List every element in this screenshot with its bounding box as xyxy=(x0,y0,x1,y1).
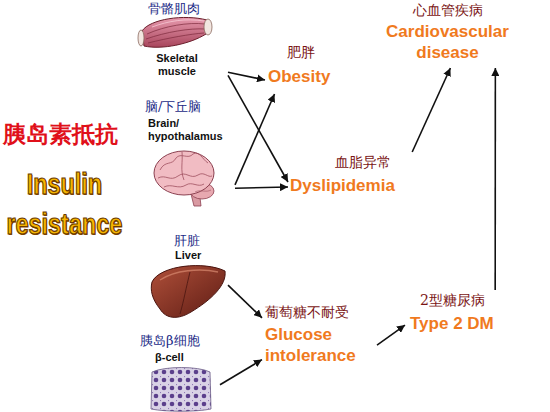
condition-node: 2型糖尿病 Type 2 DM xyxy=(405,290,515,338)
node-heading: 肥胖 xyxy=(287,44,347,61)
arrow-connector xyxy=(377,325,405,345)
arrow-connector xyxy=(494,68,496,290)
node-heading: 葡萄糖不耐受 xyxy=(265,304,377,321)
node-subheading: Liver xyxy=(175,249,225,262)
node-subheading: β-cell xyxy=(155,351,215,364)
brain-illustration xyxy=(154,151,214,206)
arrow-connector xyxy=(228,285,262,318)
node-subheading: Cardiovascular disease xyxy=(375,21,520,63)
organ-node: 骨骼肌肉 Skeletal muscle xyxy=(135,0,228,82)
node-heading: 2型糖尿病 xyxy=(420,292,510,309)
organ-node: 脑/下丘脑 Brain/ hypothalamus xyxy=(140,98,235,208)
node-subheading: Skeletal muscle xyxy=(147,52,207,78)
arrow-connector xyxy=(228,72,265,80)
node-heading: 心血管疾病 xyxy=(375,2,520,19)
node-heading: 血脂异常 xyxy=(335,154,420,171)
condition-node: 肥胖 Obesity xyxy=(265,42,360,94)
arrow-connector xyxy=(220,360,262,385)
beta-cell-illustration xyxy=(151,368,211,412)
node-heading: 肝脏 xyxy=(174,233,224,249)
liver-illustration xyxy=(151,266,225,318)
condition-node: 葡萄糖不耐受 Glucose intolerance xyxy=(262,302,377,374)
arrow-connector xyxy=(412,68,450,152)
arrow-connector xyxy=(228,75,288,182)
arrow-connector xyxy=(235,94,275,185)
node-heading: 脑/下丘脑 xyxy=(145,99,230,115)
arrow-connector xyxy=(235,187,288,188)
node-subheading: Brain/ hypothalamus xyxy=(148,117,235,143)
condition-node: 心血管疾病 Cardiovascular disease xyxy=(375,0,520,68)
node-subheading: Obesity xyxy=(268,66,360,87)
main-label-en: Insulin resistance xyxy=(0,164,129,244)
node-subheading: Dyslipidemia xyxy=(290,175,423,196)
organ-node: 肝脏Liver xyxy=(148,232,228,322)
node-subheading: Glucose intolerance xyxy=(265,324,377,366)
node-heading: 胰岛β细胞 xyxy=(140,333,220,349)
muscle-illustration xyxy=(138,17,212,47)
node-heading: 骨骼肌肉 xyxy=(148,1,218,17)
organ-node: 胰岛β细胞 β-cell xyxy=(135,332,220,412)
condition-node: 血脂异常 Dyslipidemia xyxy=(288,152,423,202)
main-label-zh: 胰岛素抵抗 xyxy=(3,120,133,148)
node-subheading: Type 2 DM xyxy=(410,313,515,334)
